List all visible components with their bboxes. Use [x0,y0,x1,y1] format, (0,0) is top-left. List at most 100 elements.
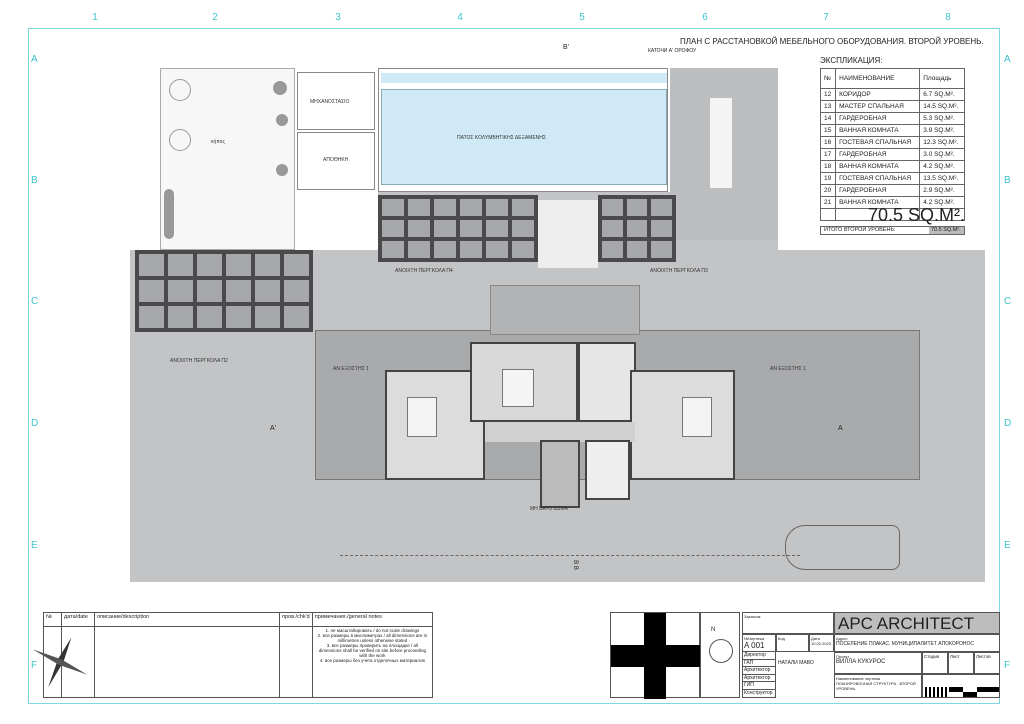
column-7: 7 [823,12,829,23]
row-c: C [31,296,39,307]
row-d: D [31,418,39,429]
explication-heading: ЭКСПЛИКАЦИЯ: [820,56,883,65]
row-f: F [31,660,38,671]
explication-name: ГАРДЕРОБНАЯ [835,184,921,197]
floor-label: КАТОЧИ А' ОРОФОУ [648,48,697,54]
pergola-p3-label: ΑΝΟΙΧΤΗ ΠΕΡΓΚΟΛΑ Π3 [650,268,708,274]
stair-top [538,200,598,268]
code-label: Код [776,634,809,652]
sheet-no-label: №Чертежа [744,636,765,641]
drawing-title: ПЛАН С РАССТАНОВКОЙ МЕБЕЛЬНОГО ОБОРУДОВА… [680,37,984,46]
role-label: Архитектор [742,667,776,675]
garden: κήπος [160,68,295,250]
section-b-marker-bottom: B B [571,560,578,570]
rev-col-chk: пров./chk'd [279,612,313,627]
date-label: Дата [811,636,820,641]
note-4: 4. все размеры без учета отделочных мате… [319,658,425,663]
pool-label: ΠΑΤΟΣ ΚΟΛΥΜΒΗΤΙΚΗΣ ΔΕΞΑΜΕΝΗΣ [457,135,546,141]
explication-no: 18 [819,160,837,173]
explication-area: 5.3 SQ.M². [919,112,965,125]
role-label: ГАП [742,659,776,668]
client-label: Заказчик [742,612,834,634]
explication-no: 12 [819,88,837,101]
storage-room: ΑΠΟΘΗΚΗ [297,132,375,190]
pergola-p2-label: ΑΝΟΙΧΤΗ ΠΕΡΓΚΟΛΑ Π2 [170,358,228,364]
header-name: НАИМЕНОВАНИЕ [835,68,921,89]
total-label: ИТОГО ВТОРОЙ УРОВЕНЬ: [824,227,896,233]
note-1: 1. не масштабировать / do not scale draw… [325,628,420,633]
note-2: 2. все размеры в миллиметрах / all dimen… [317,633,428,643]
rev-col-date: дата/date [61,612,95,627]
explication-no: 15 [819,124,837,137]
drawing-name: ПЛАНИРОВОЧНАЯ СТРУКТУРА . ВТОРОЙ УРОВЕНЬ… [836,681,916,691]
explication-name: ГОСТЕВАЯ СПАЛЬНАЯ [835,172,921,185]
role-label: Архитектор [742,674,776,683]
explication-name: КОРИДОР [835,88,921,101]
column-1: 1 [92,12,98,23]
header-no: № [819,68,837,89]
header-area: Площадь [919,68,965,89]
explication-name: ГАРДЕРОБНАЯ [835,112,921,125]
explication-area: 6.7 SQ.M². [919,88,965,101]
entry-void [540,440,580,508]
column-4: 4 [457,12,463,23]
explication-name: ГАРДЕРОБНАЯ [835,148,921,161]
guest-bedroom-left [385,370,485,480]
explication-area: 3.0 SQ.M². [919,148,965,161]
explication-no: 20 [819,184,837,197]
row-a-right: A [1004,54,1011,65]
address-label: Адрес [836,636,848,641]
pergola-p3 [598,195,676,262]
explication-name: МАСТЕР СПАЛЬНАЯ [835,100,921,113]
section-a-marker-left: A' [270,425,277,432]
sheets-label: Листов [974,652,1000,674]
row-a: A [31,54,38,65]
pergola-p2 [135,250,313,332]
explication-name: ВАННАЯ КОМНАТА [835,160,921,173]
row-f-right: F [1004,660,1011,671]
note-3: 3. все размеры проверить на площадке / a… [318,643,427,658]
explication-no: 21 [819,196,837,209]
drawing-frame [28,28,1000,704]
explication-area: 14.5 SQ.M². [919,100,965,113]
total-row: ИТОГО ВТОРОЙ УРОВЕНЬ: 70.5 SQ.M². [820,226,965,235]
role-label: Конструктор [742,689,776,698]
terrace-right-label: ΑΝ ΕΞΟΣΤΗΣ 1 [770,366,806,372]
section-a-marker-right: A [838,425,843,432]
pergola-p4 [378,195,538,262]
corridor [485,422,635,442]
explication-no: 19 [819,172,837,185]
scale-bar [922,674,1000,698]
rev-col-desc: описание/description [94,612,280,627]
column-6: 6 [702,12,708,23]
row-b-right: B [1004,175,1011,186]
explication-area: 12.3 SQ.M². [919,136,965,149]
garden-label: κήπος [211,139,225,145]
machine-room: ΜΗΧΑΝΟΣΤΑΣΙΟ [297,72,375,130]
dimension-line [340,555,800,556]
project-label: Проект [836,654,850,659]
terrace-left-label: ΑΝ ΕΞΟΣΤΗΣ 1 [333,366,369,372]
company-logo: APC ARCHITECT [834,612,1000,634]
north-arrow: N [700,612,740,698]
address: ПОСЕЛЕНИЕ ПЛАКАС. МУНИЦИПАЛИТЕТ АПОКОРОН… [836,641,975,647]
row-b: B [31,175,38,186]
explication-name: ГОСТЕВАЯ СПАЛЬНАЯ [835,136,921,149]
section-b-marker-top: B' [563,44,570,51]
column-8: 8 [945,12,951,23]
sheet-label: Лист [948,652,974,674]
role-label: ГИП [742,682,776,690]
machine-room-label: ΜΗΧΑΝΟΣΤΑΣΙΟ [310,99,350,105]
rev-col-notes: примечания./general notes [311,612,434,627]
total-area-large: 70.5 SQ.M². [868,205,966,225]
